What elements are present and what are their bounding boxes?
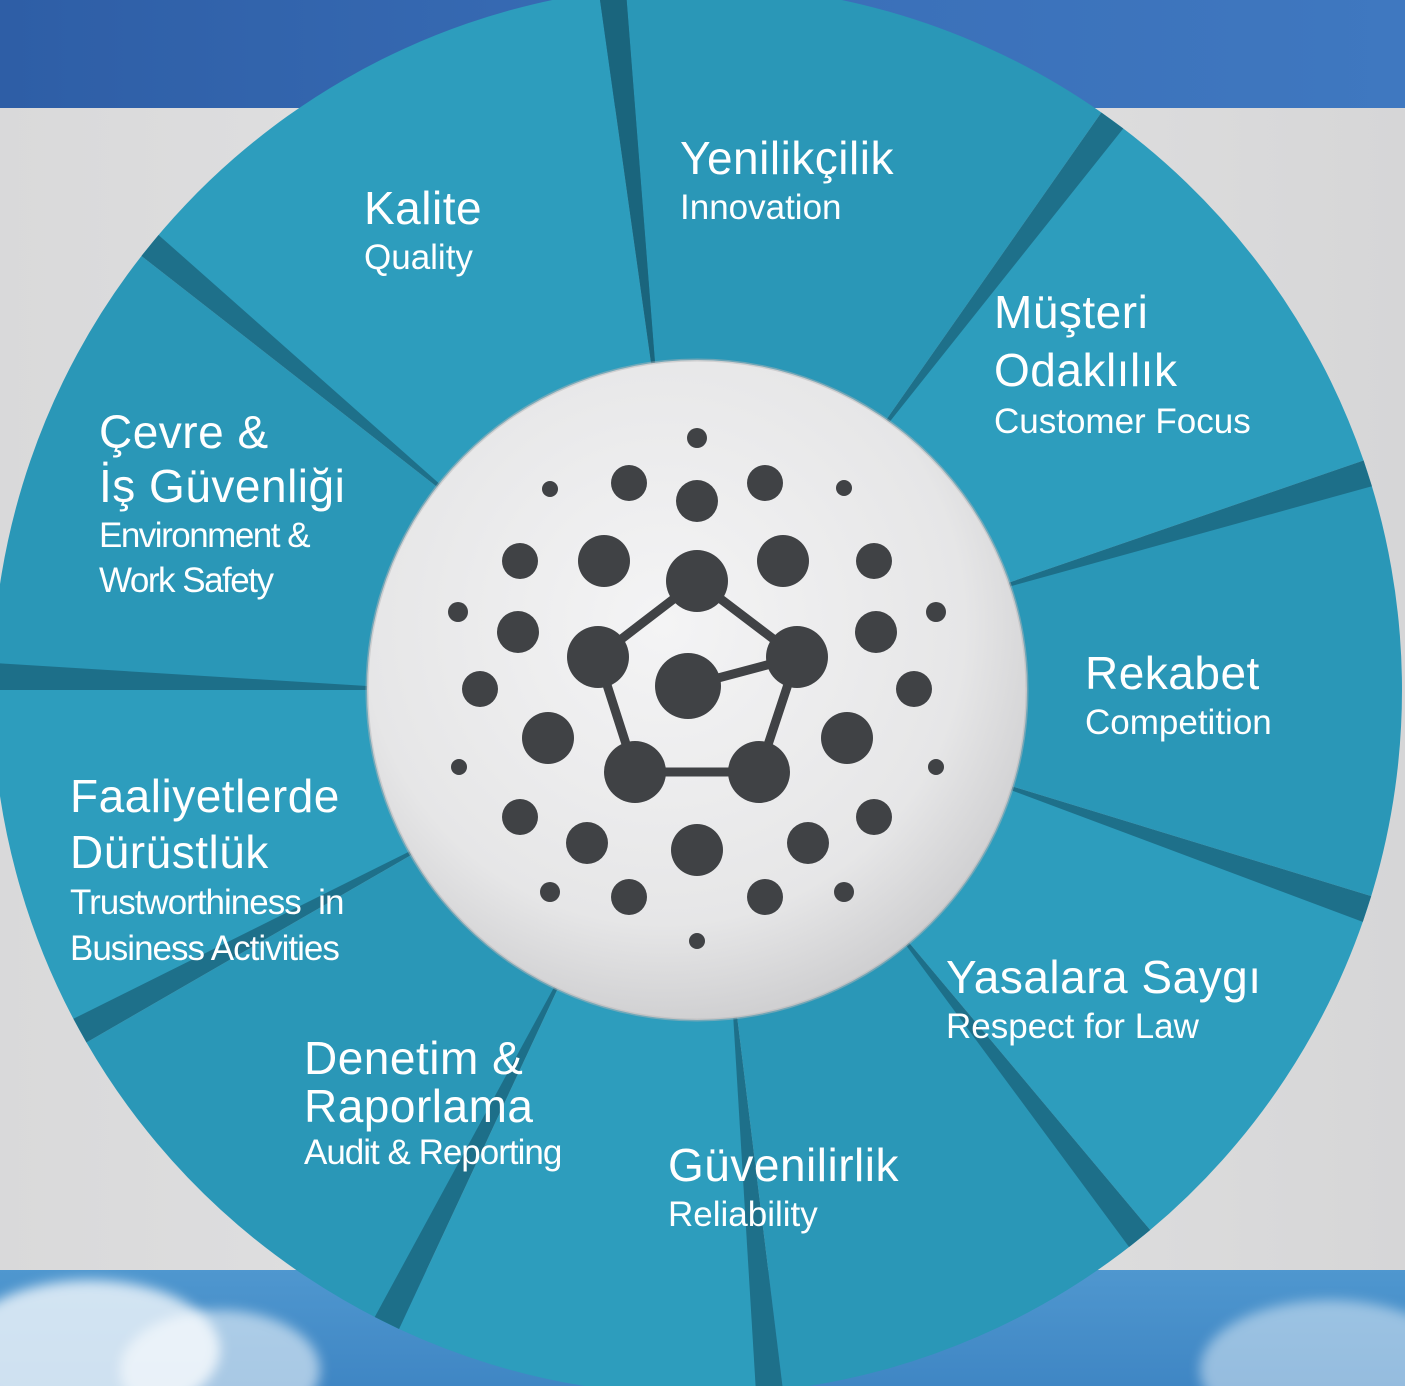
segment-divider-shadow	[732, 1007, 783, 1386]
icon-dot	[687, 428, 707, 448]
value-tr-label: Denetim & Raporlama	[304, 1032, 534, 1132]
segment-environment-safety	[0, 690, 438, 1043]
value-en-label: Trustworthiness in Business Activities	[70, 883, 344, 968]
icon-node-dot	[604, 741, 666, 803]
value-customer-focus: Müşteri Odaklılık Customer Focus	[994, 283, 1251, 444]
icon-dot	[462, 671, 498, 707]
value-audit-reporting: Denetim & Raporlama Audit & Reporting	[304, 1032, 562, 1175]
value-reliability: Güvenilirlik Reliability	[668, 1138, 899, 1237]
icon-dot	[856, 799, 892, 835]
value-tr-label: Yenilikçilik	[680, 132, 894, 184]
value-en-label: Competition	[1085, 703, 1272, 742]
icon-dot	[502, 543, 538, 579]
value-respect-for-law: Yasalara Saygı Respect for Law	[946, 950, 1262, 1049]
icon-node-dot	[567, 626, 629, 688]
icon-dot	[676, 480, 718, 522]
icon-node-dot	[728, 741, 790, 803]
segment-respect-for-law	[889, 777, 1372, 1231]
segment-competition	[980, 460, 1402, 897]
icon-dot	[566, 822, 608, 864]
segment-divider-shadow	[999, 460, 1372, 589]
segment-quality	[0, 255, 461, 690]
value-tr-label: Faaliyetlerde Dürüstlük	[70, 770, 340, 878]
value-quality: Kalite Quality	[364, 181, 482, 280]
segment-divider-shadow	[880, 112, 1124, 430]
segment-divider-shadow	[1002, 783, 1372, 922]
sky-background	[0, 1270, 1405, 1386]
icon-dot	[448, 602, 468, 622]
icon-dot	[856, 543, 892, 579]
icon-dot	[787, 822, 829, 864]
segment-customer-focus	[869, 112, 1364, 593]
icon-dot	[451, 759, 467, 775]
value-en-label: Innovation	[680, 188, 842, 227]
icon-dot	[540, 882, 560, 902]
value-en-label: Reliability	[668, 1195, 818, 1234]
icon-dot	[928, 759, 944, 775]
value-tr-label: Yasalara Saygı	[946, 951, 1262, 1003]
segment-innovation	[600, 0, 1102, 445]
icon-dot	[611, 465, 647, 501]
value-tr-label: Müşteri Odaklılık	[994, 286, 1178, 396]
icon-node-dot	[666, 550, 728, 612]
icon-dot	[542, 481, 558, 497]
icon-dot	[689, 933, 705, 949]
icon-dot	[834, 882, 854, 902]
segment-divider-shadow	[141, 234, 447, 493]
value-tr-label: Güvenilirlik	[668, 1139, 899, 1191]
segment-divider-shadow	[900, 935, 1151, 1248]
segment-divider-shadow	[374, 978, 562, 1329]
icon-dot	[757, 535, 809, 587]
value-en-label: Environment & Work Safety	[99, 516, 311, 600]
segment-innovation	[141, 0, 656, 506]
segment-reliability	[733, 919, 1151, 1386]
value-trustworthiness: Faaliyetlerde Dürüstlük Trustworthiness …	[70, 768, 344, 972]
icon-node-dot	[766, 626, 828, 688]
icon-dot	[836, 480, 852, 496]
value-innovation: Yenilikçilik Innovation	[680, 131, 894, 230]
icon-dot	[611, 879, 647, 915]
value-tr-label: Kalite	[364, 182, 483, 234]
molecule-dots-icon	[448, 428, 946, 949]
segment-divider-shadow	[73, 847, 420, 1043]
segment-divider-shadow	[0, 663, 378, 690]
value-tr-label: Rekabet	[1085, 647, 1260, 699]
icon-dot	[747, 879, 783, 915]
icon-dot	[522, 712, 574, 764]
value-environment-safety: Çevre & İş Güvenliği Environment & Work …	[99, 405, 345, 603]
segment-divider-shadow	[600, 0, 656, 374]
icon-dot	[671, 824, 723, 876]
value-en-label: Customer Focus	[994, 402, 1251, 441]
value-en-label: Audit & Reporting	[304, 1133, 562, 1172]
value-en-label: Respect for Law	[946, 1007, 1199, 1046]
segment-audit-reporting	[399, 961, 783, 1386]
value-tr-label: Çevre & İş Güvenliği	[99, 406, 346, 512]
icon-dot	[926, 602, 946, 622]
value-en-label: Quality	[364, 238, 473, 277]
icon-center-dot	[655, 653, 721, 719]
icon-dot	[578, 535, 630, 587]
icon-dot	[855, 611, 897, 653]
icon-dot	[821, 712, 873, 764]
icon-dot	[896, 671, 932, 707]
icon-dot	[502, 799, 538, 835]
icon-dot	[747, 465, 783, 501]
icon-dot	[497, 611, 539, 653]
value-competition: Rekabet Competition	[1085, 646, 1272, 745]
